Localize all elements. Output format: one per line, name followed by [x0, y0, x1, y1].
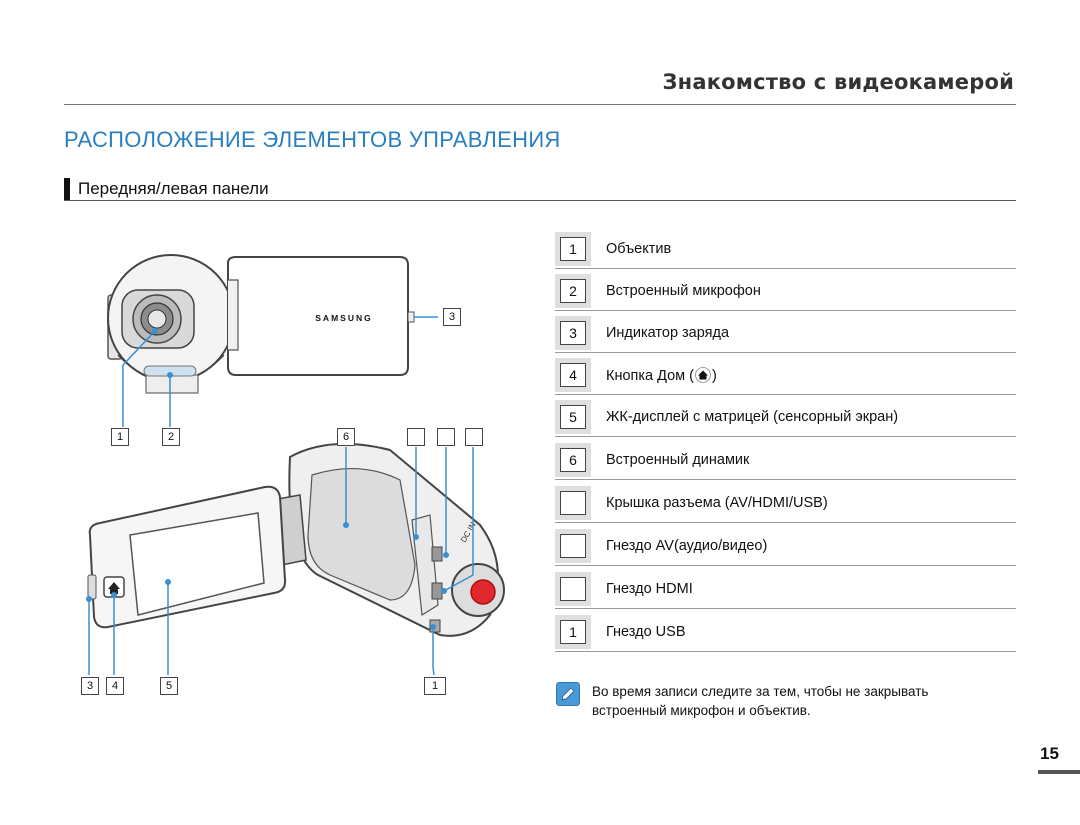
legend-row: Крышка разъема (AV/HDMI/USB): [555, 486, 1016, 523]
page-title: РАСПОЛОЖЕНИЕ ЭЛЕМЕНТОВ УПРАВЛЕНИЯ: [64, 127, 561, 152]
camcorder-front-view: SAMSUNG: [107, 254, 438, 427]
legend-text: Встроенный микрофон: [606, 283, 761, 299]
legend-number: 4: [560, 363, 586, 387]
legend-row: 3 Индикатор заряда: [555, 316, 1016, 353]
callout-label: 5: [160, 677, 178, 695]
legend-text: Индикатор заряда: [606, 325, 730, 341]
legend-text: Встроенный динамик: [606, 452, 750, 468]
legend-number: [560, 534, 586, 558]
legend-row: Гнездо AV(аудио/видео): [555, 529, 1016, 566]
legend-row: 1 Объектив: [555, 232, 1016, 269]
callout-label: 1: [424, 677, 446, 695]
legend-text: Объектив: [606, 241, 672, 257]
page-number: 15: [1040, 744, 1059, 763]
legend-number: 3: [560, 321, 586, 345]
legend-number: [560, 491, 586, 515]
page-number-bar: [1038, 770, 1080, 774]
camcorder-illustration: SAMSUNG DC IN: [86, 254, 505, 676]
brand-logo: SAMSUNG: [315, 313, 372, 323]
legend-text: Кнопка Дом (): [606, 367, 717, 384]
legend-number: 6: [560, 448, 586, 472]
legend-text: ЖК-дисплей с матрицей (сенсорный экран): [606, 409, 899, 425]
callout-label: 2: [162, 428, 180, 446]
note-text-line: Во время записи следите за тем, чтобы не…: [592, 684, 929, 699]
legend-text: Гнездо AV(аудио/видео): [606, 538, 768, 554]
legend-number: 1: [560, 237, 586, 261]
callout-label: 6: [337, 428, 355, 446]
legend-text-after: ): [712, 368, 717, 384]
legend-row: 1 Гнездо USB: [555, 615, 1016, 652]
legend-text: Гнездо HDMI: [606, 581, 693, 597]
callout-label: 4: [106, 677, 124, 695]
header-divider: [64, 104, 1016, 105]
legend-number: 1: [560, 620, 586, 644]
legend-number: 2: [560, 279, 586, 303]
subtitle-marker: [64, 178, 70, 200]
legend-row: 2 Встроенный микрофон: [555, 274, 1016, 311]
subtitle: Передняя/левая панели: [78, 179, 269, 198]
legend-text: Крышка разъема (AV/HDMI/USB): [606, 495, 828, 511]
callout-label: 3: [443, 308, 461, 326]
section-header: Знакомство с видеокамерой: [662, 70, 1014, 94]
legend-row: 6 Встроенный динамик: [555, 443, 1016, 480]
legend-row: 5 ЖК-дисплей с матрицей (сенсорный экран…: [555, 400, 1016, 437]
legend-row: 4 Кнопка Дом (): [555, 358, 1016, 395]
legend-text: Гнездо USB: [606, 624, 686, 640]
note-text-line: встроенный микрофон и объектив.: [592, 703, 811, 718]
legend-number: [560, 577, 586, 601]
legend-row: Гнездо HDMI: [555, 572, 1016, 609]
subtitle-divider: [64, 200, 1016, 201]
callout-label: [407, 428, 425, 446]
callout-label: 1: [111, 428, 129, 446]
legend-number: 5: [560, 405, 586, 429]
camcorder-side-view: DC IN: [86, 442, 505, 676]
legend-text-before: Кнопка Дом (: [606, 368, 694, 384]
home-icon: [695, 367, 711, 383]
callout-label: [465, 428, 483, 446]
note-pencil-icon: [556, 682, 580, 706]
callout-label: 3: [81, 677, 99, 695]
callout-label: [437, 428, 455, 446]
